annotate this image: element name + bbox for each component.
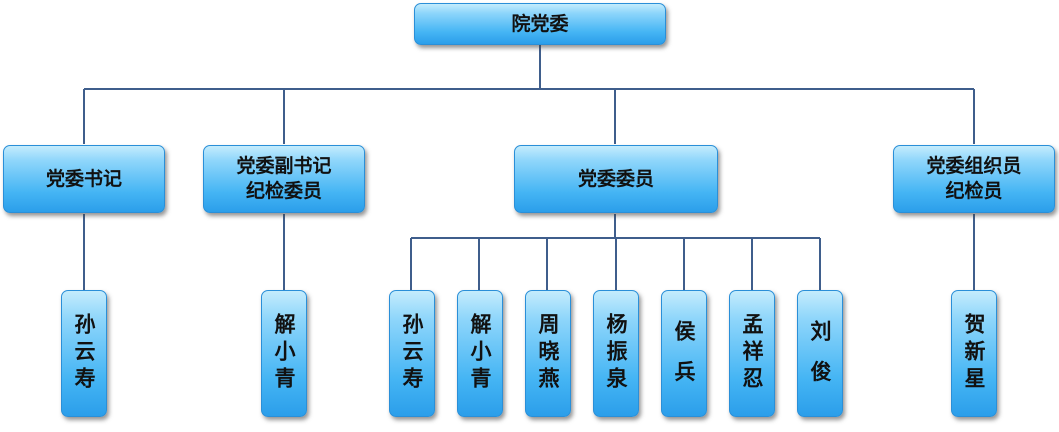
deputy-label-line2: 纪检委员	[245, 180, 322, 202]
member-4-name: 杨振泉	[604, 313, 628, 394]
member-6-name: 孟祥忍	[740, 313, 764, 394]
organizer-node: 党委组织员 纪检员	[893, 145, 1055, 213]
member-6: 孟祥忍	[729, 290, 775, 417]
member-7: 刘 俊	[797, 290, 843, 417]
person-deputy: 解小青	[261, 290, 307, 417]
member-7-name: 刘 俊	[808, 319, 832, 388]
person-secretary: 孙云寿	[61, 290, 107, 417]
member-5-name: 侯 兵	[672, 319, 696, 388]
secretary-label: 党委书记	[45, 167, 122, 190]
member-4: 杨振泉	[593, 290, 639, 417]
member-1-name: 孙云寿	[400, 313, 424, 394]
root-node: 院党委	[414, 3, 666, 45]
secretary-node: 党委书记	[3, 145, 165, 213]
organizer-label-line2: 纪检员	[945, 180, 1003, 202]
member-3-name: 周晓燕	[536, 313, 560, 394]
member-5: 侯 兵	[661, 290, 707, 417]
committee-members-node: 党委委员	[514, 145, 718, 213]
member-2: 解小青	[457, 290, 503, 417]
member-3: 周晓燕	[525, 290, 571, 417]
organizer-label-line1: 党委组织员	[926, 155, 1022, 177]
person-organizer-name: 贺新星	[962, 313, 986, 394]
deputy-label-line1: 党委副书记	[236, 155, 332, 177]
root-label: 院党委	[511, 12, 569, 35]
organizer-labels: 党委组织员 纪检员	[926, 154, 1021, 204]
member-2-name: 解小青	[468, 313, 492, 394]
member-1: 孙云寿	[389, 290, 435, 417]
committee-members-label: 党委委员	[577, 167, 654, 190]
person-organizer: 贺新星	[951, 290, 997, 417]
deputy-labels: 党委副书记 纪检委员	[236, 154, 331, 204]
person-deputy-name: 解小青	[272, 313, 296, 394]
deputy-secretary-node: 党委副书记 纪检委员	[203, 145, 365, 213]
person-secretary-name: 孙云寿	[72, 313, 96, 394]
